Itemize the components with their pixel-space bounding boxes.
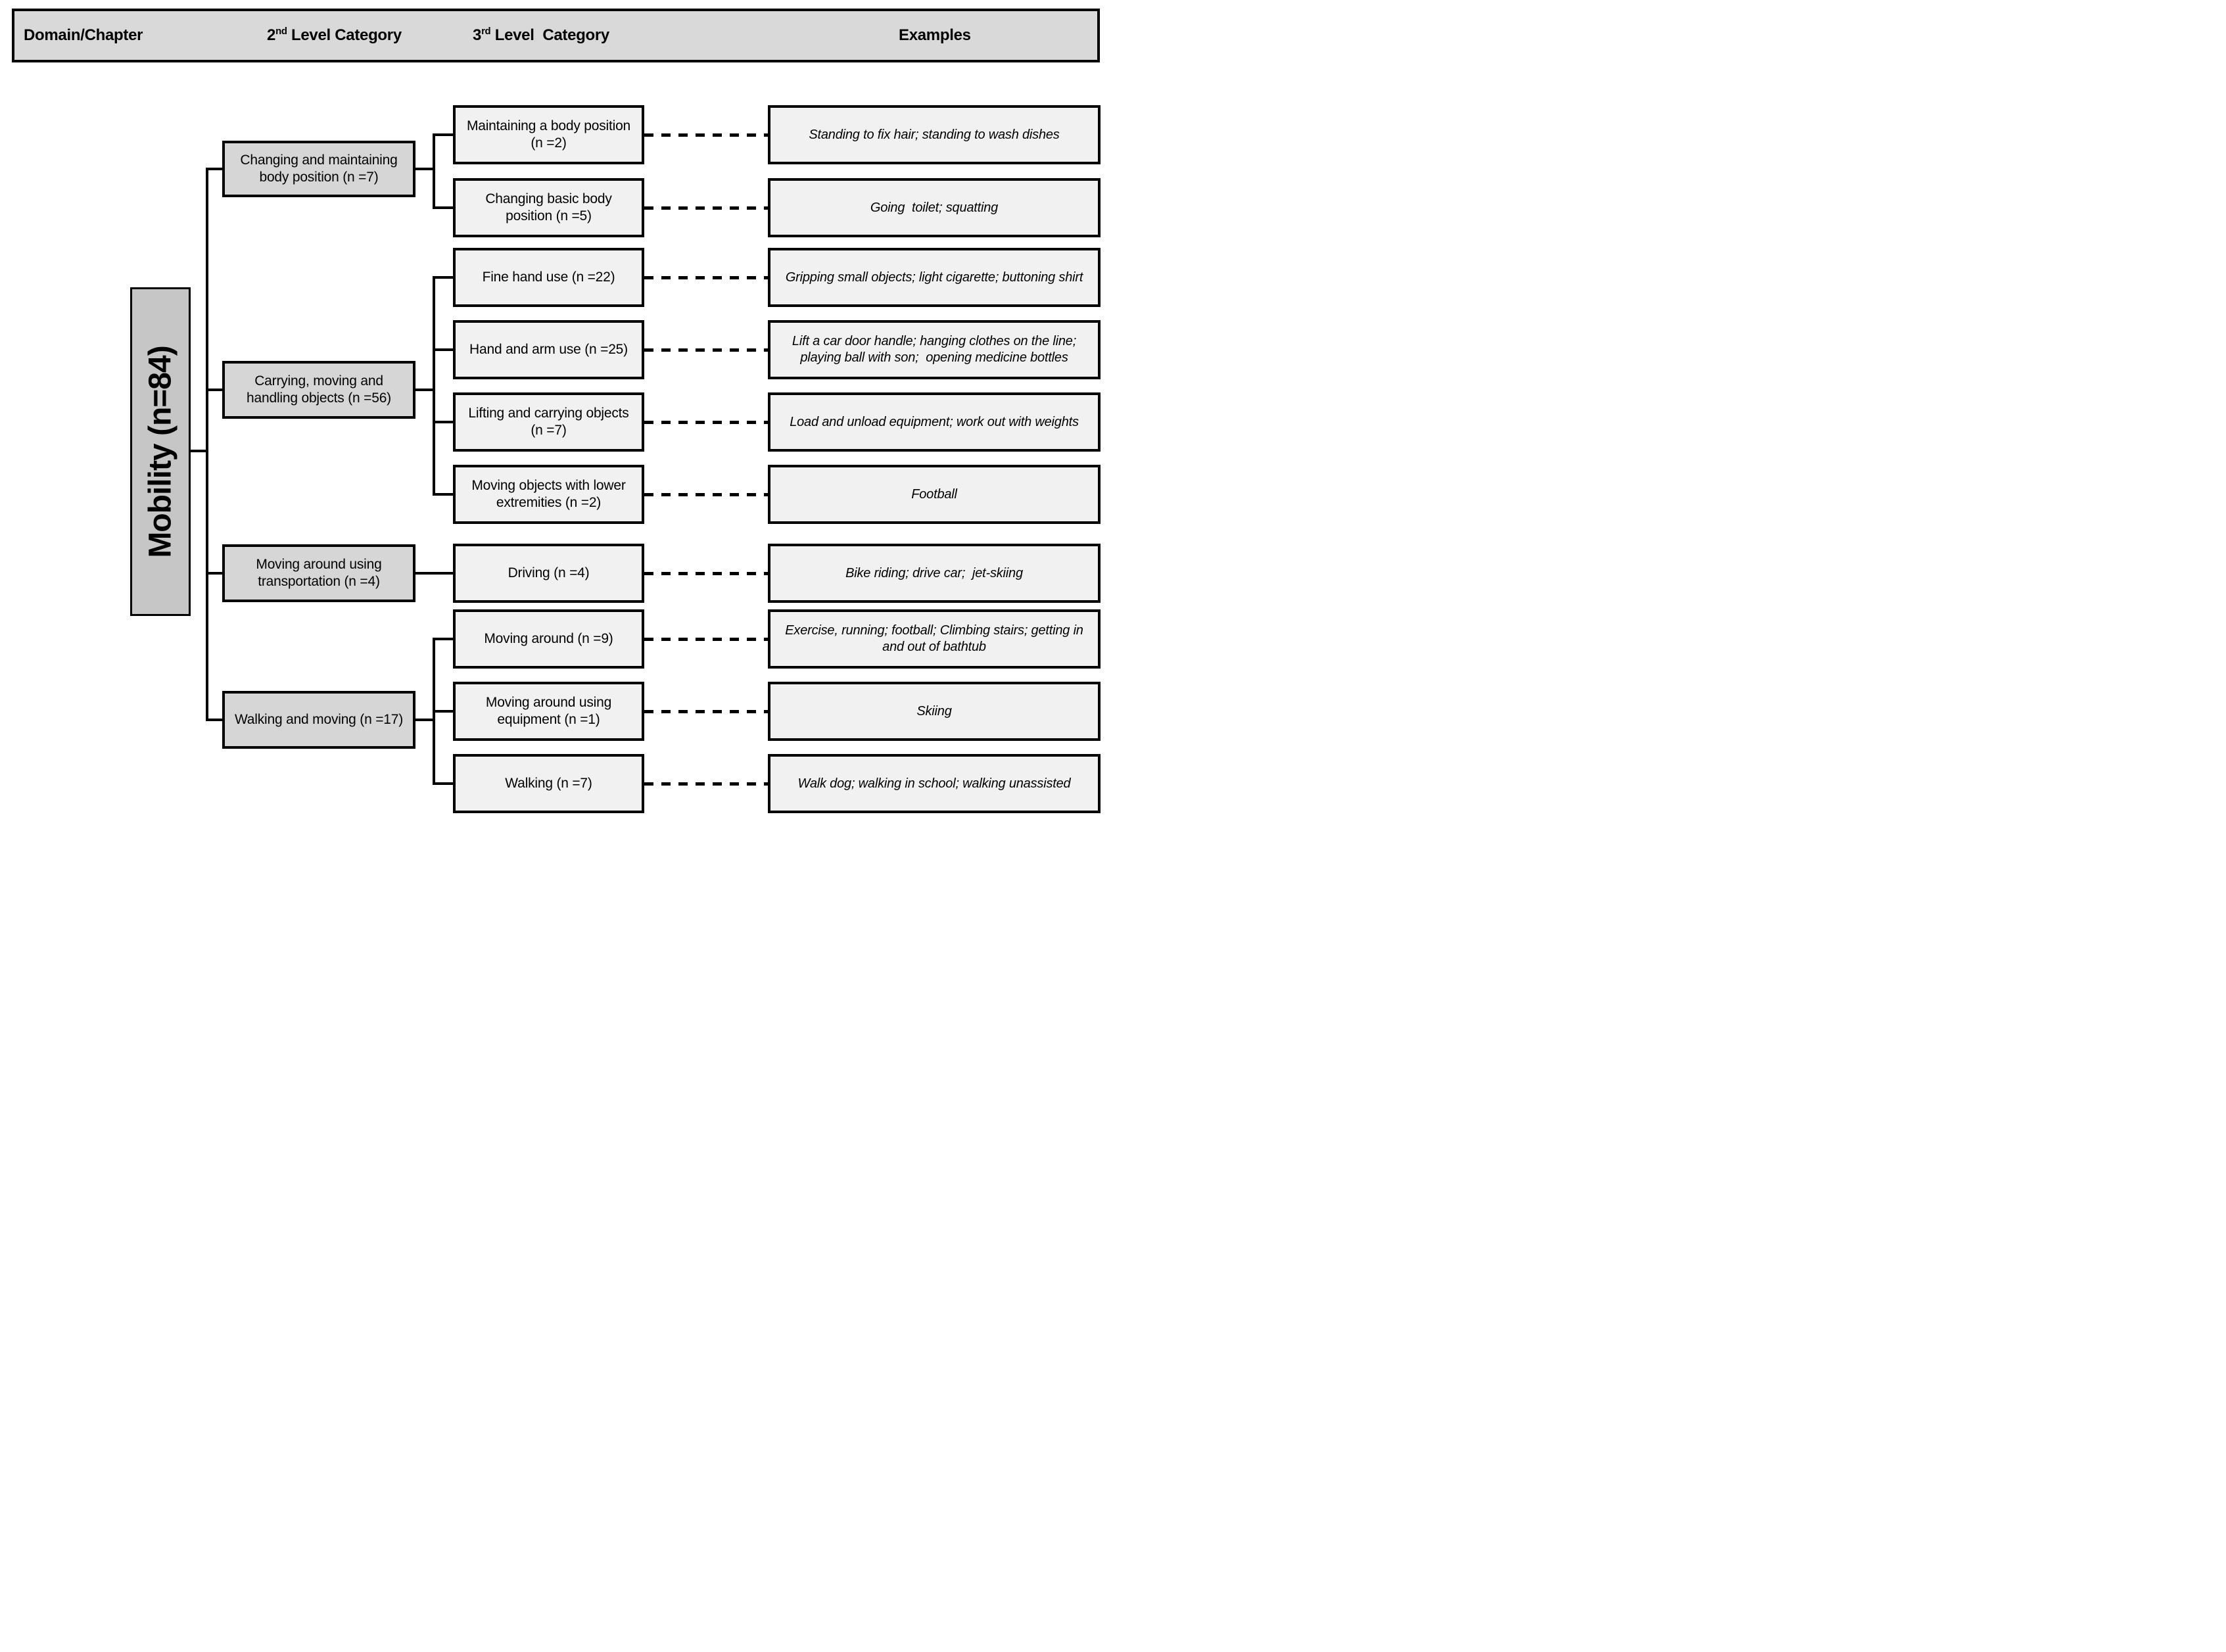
- level3-label: Lifting and carrying objects (n =7): [468, 405, 629, 438]
- example-text: Standing to fix hair; standing to wash d…: [809, 127, 1060, 142]
- header-3rd-level-category: 3rd Level Category: [473, 26, 609, 44]
- dashed-connector-7: [644, 572, 768, 575]
- example-text: Going toilet; squatting: [870, 200, 999, 215]
- level3-label: Moving around (n =9): [484, 630, 613, 646]
- example-text: Bike riding; drive car; jet-skiing: [845, 565, 1023, 580]
- branch-line-2: [208, 389, 222, 391]
- level3-label: Fine hand use (n =22): [482, 269, 615, 285]
- level3-box-walking: Walking (n =7): [453, 754, 644, 813]
- domain-box-mobility: Mobility (n=84): [130, 287, 191, 616]
- dashed-connector-8: [644, 638, 768, 641]
- level3-box-lifting-and-carrying-objects: Lifting and carrying objects (n =7): [453, 392, 644, 452]
- trunk-line: [206, 168, 208, 721]
- group1-stub-2: [433, 206, 453, 209]
- group4-stub-2: [433, 710, 453, 713]
- level3-box-driving: Driving (n =4): [453, 544, 644, 603]
- example-text: Lift a car door handle; hanging clothes …: [792, 334, 1080, 365]
- group1-vertical-line: [433, 133, 435, 209]
- example-box-moving-around-using-equipment: Skiing: [768, 682, 1101, 741]
- figure-canvas: Domain/Chapter 2nd Level Category 3rd Le…: [0, 0, 1113, 826]
- domain-label: Mobility (n=84): [143, 345, 178, 558]
- dashed-connector-2: [644, 206, 768, 210]
- branch-line-3: [208, 572, 222, 575]
- dashed-connector-4: [644, 348, 768, 352]
- group2-horizontal-line: [415, 389, 435, 391]
- level2-box-moving-around-using-transportation: Moving around using transportation (n =4…: [222, 544, 415, 602]
- level3-box-maintaining-body-position: Maintaining a body position (n =2): [453, 105, 644, 164]
- dashed-connector-3: [644, 276, 768, 279]
- group2-stub-3: [433, 421, 453, 423]
- dashed-connector-10: [644, 782, 768, 786]
- example-text: Football: [911, 486, 957, 502]
- branch-line-4: [208, 719, 222, 721]
- group2-stub-4: [433, 493, 453, 496]
- header-examples: Examples: [899, 26, 971, 44]
- level3-box-moving-around: Moving around (n =9): [453, 609, 644, 669]
- group3-horizontal-line: [415, 572, 453, 575]
- connector-domain-to-trunk: [191, 450, 206, 452]
- group4-stub-3: [433, 782, 453, 785]
- level2-box-carrying-moving-handling-objects: Carrying, moving and handling objects (n…: [222, 361, 415, 419]
- group2-stub-2: [433, 348, 453, 351]
- example-box-walking: Walk dog; walking in school; walking una…: [768, 754, 1101, 813]
- level2-label: Carrying, moving and handling objects (n…: [247, 373, 391, 406]
- header-domain-chapter: Domain/Chapter: [24, 26, 143, 44]
- level2-label: Moving around using transportation (n =4…: [256, 556, 382, 589]
- dashed-connector-9: [644, 710, 768, 713]
- example-text: Gripping small objects; light cigarette;…: [785, 270, 1083, 285]
- level3-label: Driving (n =4): [508, 565, 590, 580]
- level3-box-changing-basic-body-position: Changing basic body position (n =5): [453, 178, 644, 237]
- level3-box-hand-and-arm-use: Hand and arm use (n =25): [453, 320, 644, 379]
- dashed-connector-6: [644, 493, 768, 496]
- level2-label: Changing and maintaining body position (…: [240, 152, 398, 185]
- level3-label: Walking (n =7): [505, 775, 592, 791]
- group4-stub-1: [433, 638, 453, 640]
- example-box-moving-around: Exercise, running; football; Climbing st…: [768, 609, 1101, 669]
- header-2nd-level-category: 2nd Level Category: [267, 26, 402, 44]
- example-box-moving-objects-lower-extremities: Football: [768, 465, 1101, 524]
- level3-box-moving-around-using-equipment: Moving around using equipment (n =1): [453, 682, 644, 741]
- example-text: Walk dog; walking in school; walking una…: [797, 776, 1071, 791]
- example-text: Load and unload equipment; work out with…: [790, 414, 1079, 429]
- level2-box-walking-and-moving: Walking and moving (n =17): [222, 691, 415, 749]
- level2-box-changing-maintaining-body-position: Changing and maintaining body position (…: [222, 141, 415, 197]
- example-box-fine-hand-use: Gripping small objects; light cigarette;…: [768, 248, 1101, 307]
- group4-horizontal-line: [415, 719, 435, 721]
- level3-label: Hand and arm use (n =25): [469, 341, 628, 357]
- example-box-changing-basic-body-position: Going toilet; squatting: [768, 178, 1101, 237]
- example-box-hand-and-arm-use: Lift a car door handle; hanging clothes …: [768, 320, 1101, 379]
- group1-horizontal-line: [415, 168, 435, 170]
- level3-label: Changing basic body position (n =5): [485, 191, 612, 224]
- level3-label: Moving objects with lower extremities (n…: [471, 477, 626, 510]
- level3-label: Maintaining a body position (n =2): [466, 118, 631, 151]
- dashed-connector-5: [644, 421, 768, 424]
- level2-label: Walking and moving (n =17): [234, 711, 404, 727]
- level3-box-fine-hand-use: Fine hand use (n =22): [453, 248, 644, 307]
- column-header-bar: Domain/Chapter 2nd Level Category 3rd Le…: [12, 9, 1100, 62]
- group2-vertical-line: [433, 276, 435, 496]
- group2-stub-1: [433, 276, 453, 279]
- example-text: Skiing: [916, 703, 952, 719]
- dashed-connector-1: [644, 133, 768, 137]
- example-box-driving: Bike riding; drive car; jet-skiing: [768, 544, 1101, 603]
- example-box-maintaining-body-position: Standing to fix hair; standing to wash d…: [768, 105, 1101, 164]
- example-box-lifting-and-carrying-objects: Load and unload equipment; work out with…: [768, 392, 1101, 452]
- level3-label: Moving around using equipment (n =1): [485, 694, 612, 727]
- example-text: Exercise, running; football; Climbing st…: [785, 623, 1087, 654]
- branch-line-1: [208, 168, 222, 170]
- group1-stub-1: [433, 133, 453, 136]
- level3-box-moving-objects-lower-extremities: Moving objects with lower extremities (n…: [453, 465, 644, 524]
